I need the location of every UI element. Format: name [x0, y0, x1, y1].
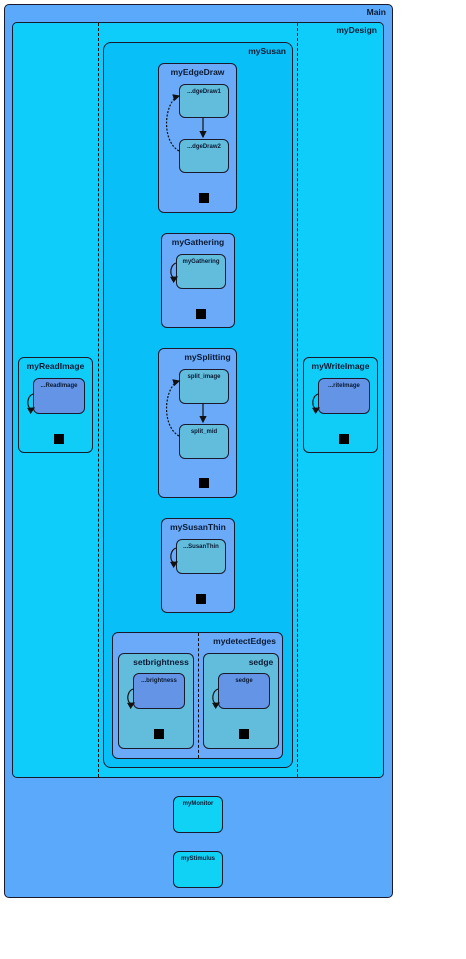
write-image-state[interactable]: ...riteImage — [318, 378, 370, 414]
setbrightness-state[interactable]: ...brightness — [133, 673, 185, 709]
edge-draw-state-1[interactable]: ...dgeDraw1 — [179, 84, 229, 118]
sedge-state-label: sedge — [235, 678, 253, 684]
gathering-terminal — [196, 309, 206, 319]
setbrightness-state-label: ...brightness — [141, 678, 177, 684]
stimulus-label: myStimulus — [180, 856, 215, 862]
design-divider-left — [98, 23, 99, 777]
sedge-label: sedge — [248, 657, 274, 667]
splitting-state-2-label: split_mid — [190, 429, 218, 435]
edge-draw-label: myEdgeDraw — [170, 67, 225, 77]
detect-edges-label: mydetectEdges — [213, 636, 276, 646]
read-image-terminal — [54, 434, 64, 444]
main-label: Main — [366, 7, 386, 17]
splitting-label: mySplitting — [184, 352, 231, 362]
design-divider-right — [297, 23, 298, 777]
susan-thin-state-label: ...SusanThin — [183, 544, 219, 550]
susan-thin-state[interactable]: ...SusanThin — [176, 539, 226, 574]
susan-thin-terminal — [196, 594, 206, 604]
write-image-label: myWriteImage — [311, 361, 370, 371]
write-image-state-label: ...riteImage — [328, 383, 360, 389]
sedge-terminal — [239, 729, 249, 739]
susan-thin-label: mySusanThin — [170, 522, 226, 532]
design-label: myDesign — [336, 25, 377, 35]
susan-label: mySusan — [248, 46, 286, 56]
splitting-block[interactable]: mySplitting split_image split_mid — [158, 348, 237, 498]
read-image-state[interactable]: ...ReadImage — [33, 378, 85, 414]
monitor-block[interactable]: myMonitor — [173, 796, 223, 833]
stimulus-block[interactable]: myStimulus — [173, 851, 223, 888]
splitting-state-1-label: split_image — [187, 374, 221, 380]
splitting-state-2[interactable]: split_mid — [179, 424, 229, 459]
setbrightness-terminal — [154, 729, 164, 739]
susan-thin-block[interactable]: mySusanThin ...SusanThin — [161, 518, 235, 613]
read-image-block[interactable]: myReadImage ...ReadImage — [18, 357, 93, 453]
edge-draw-state-2[interactable]: ...dgeDraw2 — [179, 139, 229, 173]
monitor-label: myMonitor — [182, 801, 214, 807]
splitting-terminal — [199, 478, 209, 488]
gathering-block[interactable]: myGathering myGathering — [161, 233, 235, 328]
edge-draw-state-1-label: ...dgeDraw1 — [187, 89, 221, 95]
edge-draw-terminal — [199, 193, 209, 203]
gathering-state[interactable]: myGathering — [176, 254, 226, 289]
edge-draw-state-2-label: ...dgeDraw2 — [187, 144, 221, 150]
write-image-terminal — [339, 434, 349, 444]
write-image-block[interactable]: myWriteImage ...riteImage — [303, 357, 378, 453]
setbrightness-label: setbrightness — [133, 657, 189, 667]
sedge-state[interactable]: sedge — [218, 673, 270, 709]
edge-draw-block[interactable]: myEdgeDraw ...dgeDraw1 ...dgeDraw2 — [158, 63, 237, 213]
sedge-block[interactable]: sedge sedge — [203, 653, 279, 749]
detect-edges-divider — [198, 633, 199, 758]
gathering-label: myGathering — [171, 237, 225, 247]
setbrightness-block[interactable]: setbrightness ...brightness — [118, 653, 194, 749]
gathering-state-label: myGathering — [182, 259, 220, 265]
splitting-state-1[interactable]: split_image — [179, 369, 229, 404]
read-image-label: myReadImage — [26, 361, 85, 371]
read-image-state-label: ...ReadImage — [40, 383, 78, 389]
